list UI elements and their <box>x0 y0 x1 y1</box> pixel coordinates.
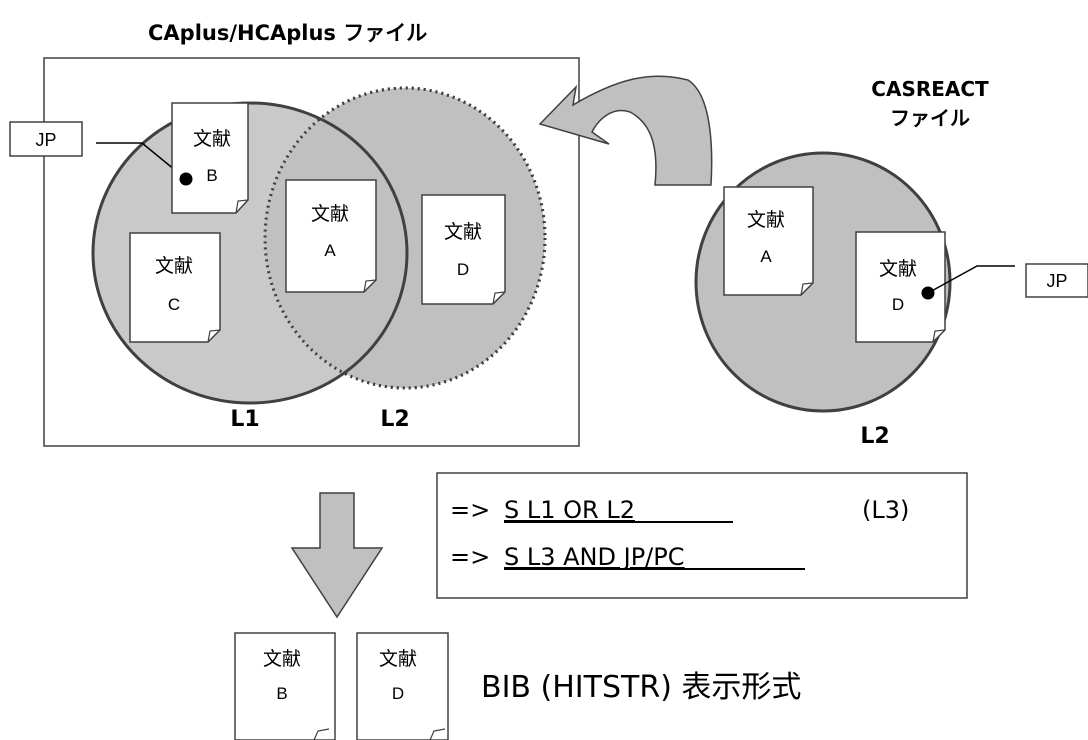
document-a-letter: A <box>324 241 336 260</box>
jp-right-connector <box>927 265 1015 294</box>
jp-tag-right <box>1025 263 1088 298</box>
result-document-d: 文献 D <box>356 632 449 740</box>
casreact-document-d-title: 文献 <box>879 258 917 280</box>
result-document-b-title: 文献 <box>263 648 301 670</box>
document-b-title: 文献 <box>193 128 231 150</box>
command-prompt-2: => <box>450 543 490 571</box>
document-a: 文献 A <box>285 179 377 293</box>
display-format-label: BIB (HITSTR) 表示形式 <box>481 670 801 705</box>
casreact-document-d-letter: D <box>892 295 904 314</box>
casreact-document-d: 文献 D <box>855 231 946 343</box>
command-box <box>436 472 968 599</box>
jp-tag-left <box>9 121 83 157</box>
document-c: 文献 C <box>129 232 221 343</box>
result-document-d-letter: D <box>392 684 404 703</box>
document-d: 文献 D <box>421 194 506 305</box>
jp-marker-b <box>179 172 193 186</box>
command-query-2: S L3 AND JP/PC <box>504 543 684 571</box>
set-l1-label: L1 <box>230 407 259 432</box>
casreact-file-title-2: ファイル <box>890 106 970 130</box>
set-l2-outline <box>263 86 547 390</box>
command-prompt-1: => <box>450 496 490 524</box>
set-l2-label-left: L2 <box>380 407 409 432</box>
document-c-letter: C <box>168 295 180 314</box>
document-c-title: 文献 <box>155 255 193 277</box>
result-document-b-letter: B <box>276 684 287 703</box>
command-result-name: (L3) <box>862 496 909 524</box>
casreact-document-a-title: 文献 <box>747 209 785 231</box>
down-arrow <box>290 492 384 619</box>
command-query-1: S L1 OR L2 <box>504 496 635 524</box>
result-document-d-title: 文献 <box>379 648 417 670</box>
casreact-document-a: 文献 A <box>723 186 814 296</box>
document-d-letter: D <box>457 260 469 279</box>
result-document-b: 文献 B <box>234 632 336 740</box>
caplus-file-title: CAplus/HCAplus ファイル <box>148 21 427 45</box>
casreact-document-a-letter: A <box>760 247 772 266</box>
casreact-l2-label: L2 <box>860 424 889 449</box>
document-d-title: 文献 <box>444 221 482 243</box>
jp-tag-left-label: JP <box>35 130 56 150</box>
casreact-file-title-1: CASREACT <box>871 77 989 101</box>
jp-tag-right-label: JP <box>1046 271 1067 291</box>
transfer-arrow <box>538 75 713 186</box>
document-b-letter: B <box>206 166 217 185</box>
document-a-title: 文献 <box>311 203 349 225</box>
document-b: 文献 B <box>171 102 249 214</box>
